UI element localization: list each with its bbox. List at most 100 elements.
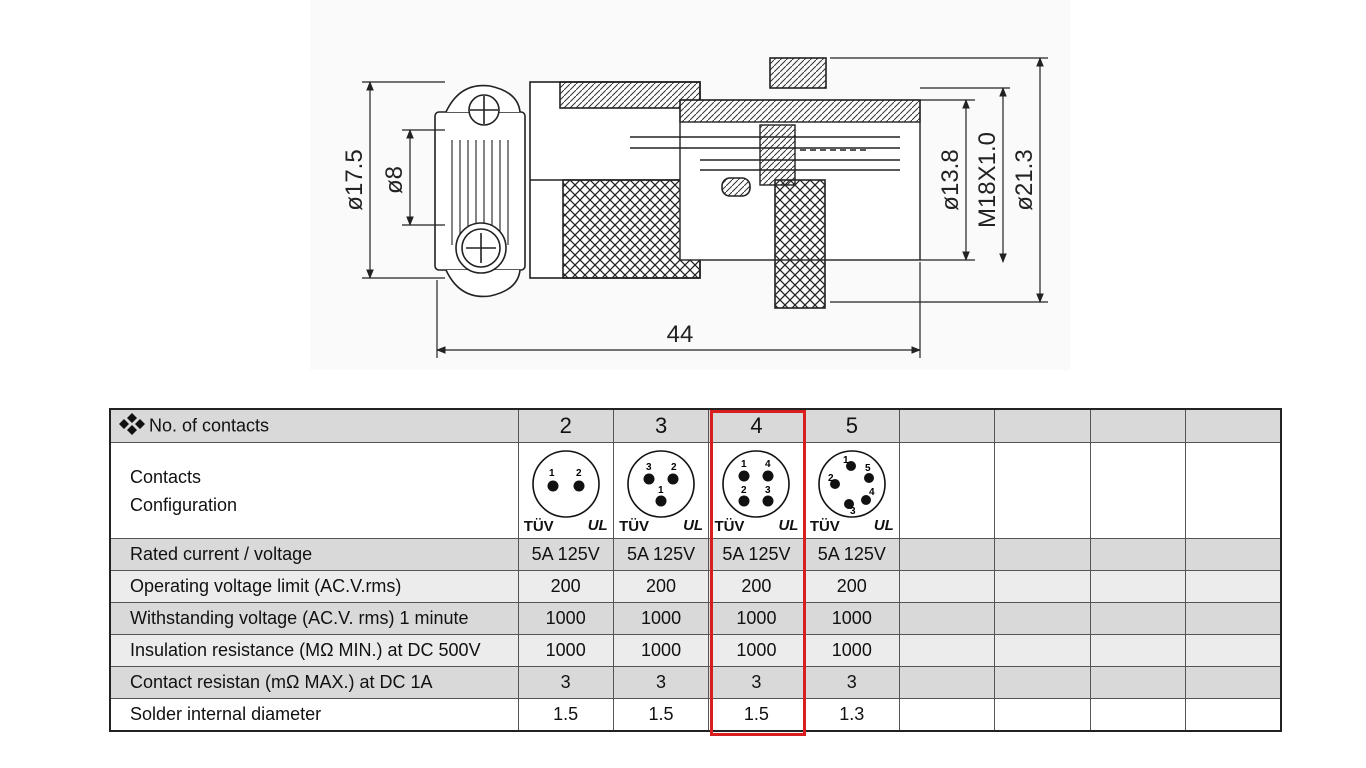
empty-cell <box>898 442 996 539</box>
pin-number: 1 <box>658 485 664 496</box>
value-cell <box>898 666 996 699</box>
value-cell <box>1185 666 1282 699</box>
config-label-line-1: Contacts <box>130 466 202 487</box>
empty-cell <box>994 442 1091 539</box>
pin-number: 3 <box>646 462 652 473</box>
value-cell: 1000 <box>803 634 901 667</box>
value-cell: 200 <box>708 570 805 603</box>
spec-row: Withstanding voltage (AC.V. rms) 1 minut… <box>109 602 1282 635</box>
row-label: Rated current / voltage <box>109 538 519 571</box>
value-cell: 5A 125V <box>708 538 805 571</box>
dim-outer-diameter: ø17.5 <box>341 149 368 210</box>
connector-drawing: ø17.5 ø8 ø13.8 M18X1.0 ø21.3 44 <box>341 57 1048 358</box>
spec-table: No. of contacts 2 3 4 5 Contacts Configu… <box>109 408 1282 732</box>
header-row: No. of contacts 2 3 4 5 <box>109 408 1282 443</box>
pin-number: 1 <box>741 459 747 470</box>
value-cell: 200 <box>612 570 710 603</box>
value-cell <box>898 538 996 571</box>
body-sleeve <box>529 81 701 279</box>
rear-clamp <box>434 84 526 298</box>
ul-mark: UL <box>873 516 894 534</box>
value-cell <box>1089 698 1187 732</box>
value-cell: 200 <box>803 570 901 603</box>
value-cell <box>1089 538 1187 571</box>
value-cell: 1000 <box>708 634 805 667</box>
value-cell: 1000 <box>612 602 710 635</box>
ul-mark: UL <box>587 516 608 534</box>
dim-shell-diameter: ø13.8 <box>937 149 964 210</box>
pin-number: 3 <box>850 506 856 517</box>
row-label: Contact resistan (mΩ MAX.) at DC 1A <box>109 666 519 699</box>
value-cell <box>1185 538 1282 571</box>
pin-number: 1 <box>549 468 555 479</box>
pin-layout-2-icon: 1 2 <box>531 449 600 518</box>
config-cell-3-pin: 3 2 1 TÜV UL <box>612 442 710 539</box>
pin-number: 2 <box>576 468 582 479</box>
dim-thread: M18X1.0 <box>974 132 1001 228</box>
tuv-mark: TÜV <box>619 517 650 535</box>
spec-row: Contact resistan (mΩ MAX.) at DC 1A 3 3 … <box>109 666 1282 699</box>
pin-number: 5 <box>865 463 871 474</box>
column-header: 3 <box>612 408 710 443</box>
value-cell: 1000 <box>803 602 901 635</box>
ul-mark: UL <box>778 516 799 534</box>
value-cell <box>1185 698 1282 732</box>
value-cell <box>994 634 1091 667</box>
pin-number: 2 <box>671 462 677 473</box>
column-header <box>1089 408 1187 443</box>
value-cell: 1.5 <box>708 698 805 732</box>
row-label: Solder internal diameter <box>109 698 519 732</box>
config-label-cell: Contacts Configuration <box>109 442 519 539</box>
dim-nut-diameter: ø21.3 <box>1011 149 1038 210</box>
coupling-nut <box>721 57 827 309</box>
value-cell <box>994 538 1091 571</box>
tuv-mark: TÜV <box>714 517 745 535</box>
column-header: 4 <box>708 408 805 443</box>
pin-number: 3 <box>765 485 771 496</box>
row-label: Operating voltage limit (AC.V.rms) <box>109 570 519 603</box>
value-cell: 1.3 <box>803 698 901 732</box>
value-cell: 5A 125V <box>517 538 614 571</box>
value-cell: 3 <box>708 666 805 699</box>
value-cell: 1.5 <box>612 698 710 732</box>
value-cell: 3 <box>517 666 614 699</box>
value-cell <box>994 570 1091 603</box>
value-cell <box>898 698 996 732</box>
value-cell: 1000 <box>517 634 614 667</box>
spec-row: Solder internal diameter 1.5 1.5 1.5 1.3 <box>109 698 1282 732</box>
value-cell <box>994 602 1091 635</box>
ul-mark: UL <box>683 516 704 534</box>
value-cell <box>898 602 996 635</box>
pin-number: 1 <box>843 455 849 466</box>
column-header <box>994 408 1091 443</box>
value-cell: 3 <box>803 666 901 699</box>
value-cell: 5A 125V <box>803 538 901 571</box>
value-cell: 200 <box>517 570 614 603</box>
value-cell: 3 <box>612 666 710 699</box>
value-cell <box>1089 634 1187 667</box>
column-header <box>1185 408 1282 443</box>
tuv-mark: TÜV <box>523 517 554 535</box>
tuv-mark: TÜV <box>809 517 840 535</box>
value-cell: 1.5 <box>517 698 614 732</box>
no-of-contacts-label: No. of contacts <box>149 414 270 435</box>
spec-row: Insulation resistance (MΩ MIN.) at DC 50… <box>109 634 1282 667</box>
dimension-lines <box>362 57 1048 358</box>
value-cell <box>1089 666 1187 699</box>
value-cell: 1000 <box>612 634 710 667</box>
dim-inner-diameter: ø8 <box>381 166 408 194</box>
dim-length: 44 <box>667 321 694 348</box>
contacts-configuration-row: Contacts Configuration 1 2 TÜV UL <box>109 442 1282 539</box>
value-cell <box>1089 602 1187 635</box>
value-cell <box>1089 570 1187 603</box>
value-cell: 1000 <box>517 602 614 635</box>
pin-number: 2 <box>828 473 834 484</box>
pin-number: 2 <box>741 485 747 496</box>
value-cell <box>898 634 996 667</box>
row-label: Insulation resistance (MΩ MIN.) at DC 50… <box>109 634 519 667</box>
diamond-cluster-icon <box>119 412 149 440</box>
column-header <box>898 408 996 443</box>
pin-layout-3-icon: 3 2 1 <box>627 449 695 518</box>
